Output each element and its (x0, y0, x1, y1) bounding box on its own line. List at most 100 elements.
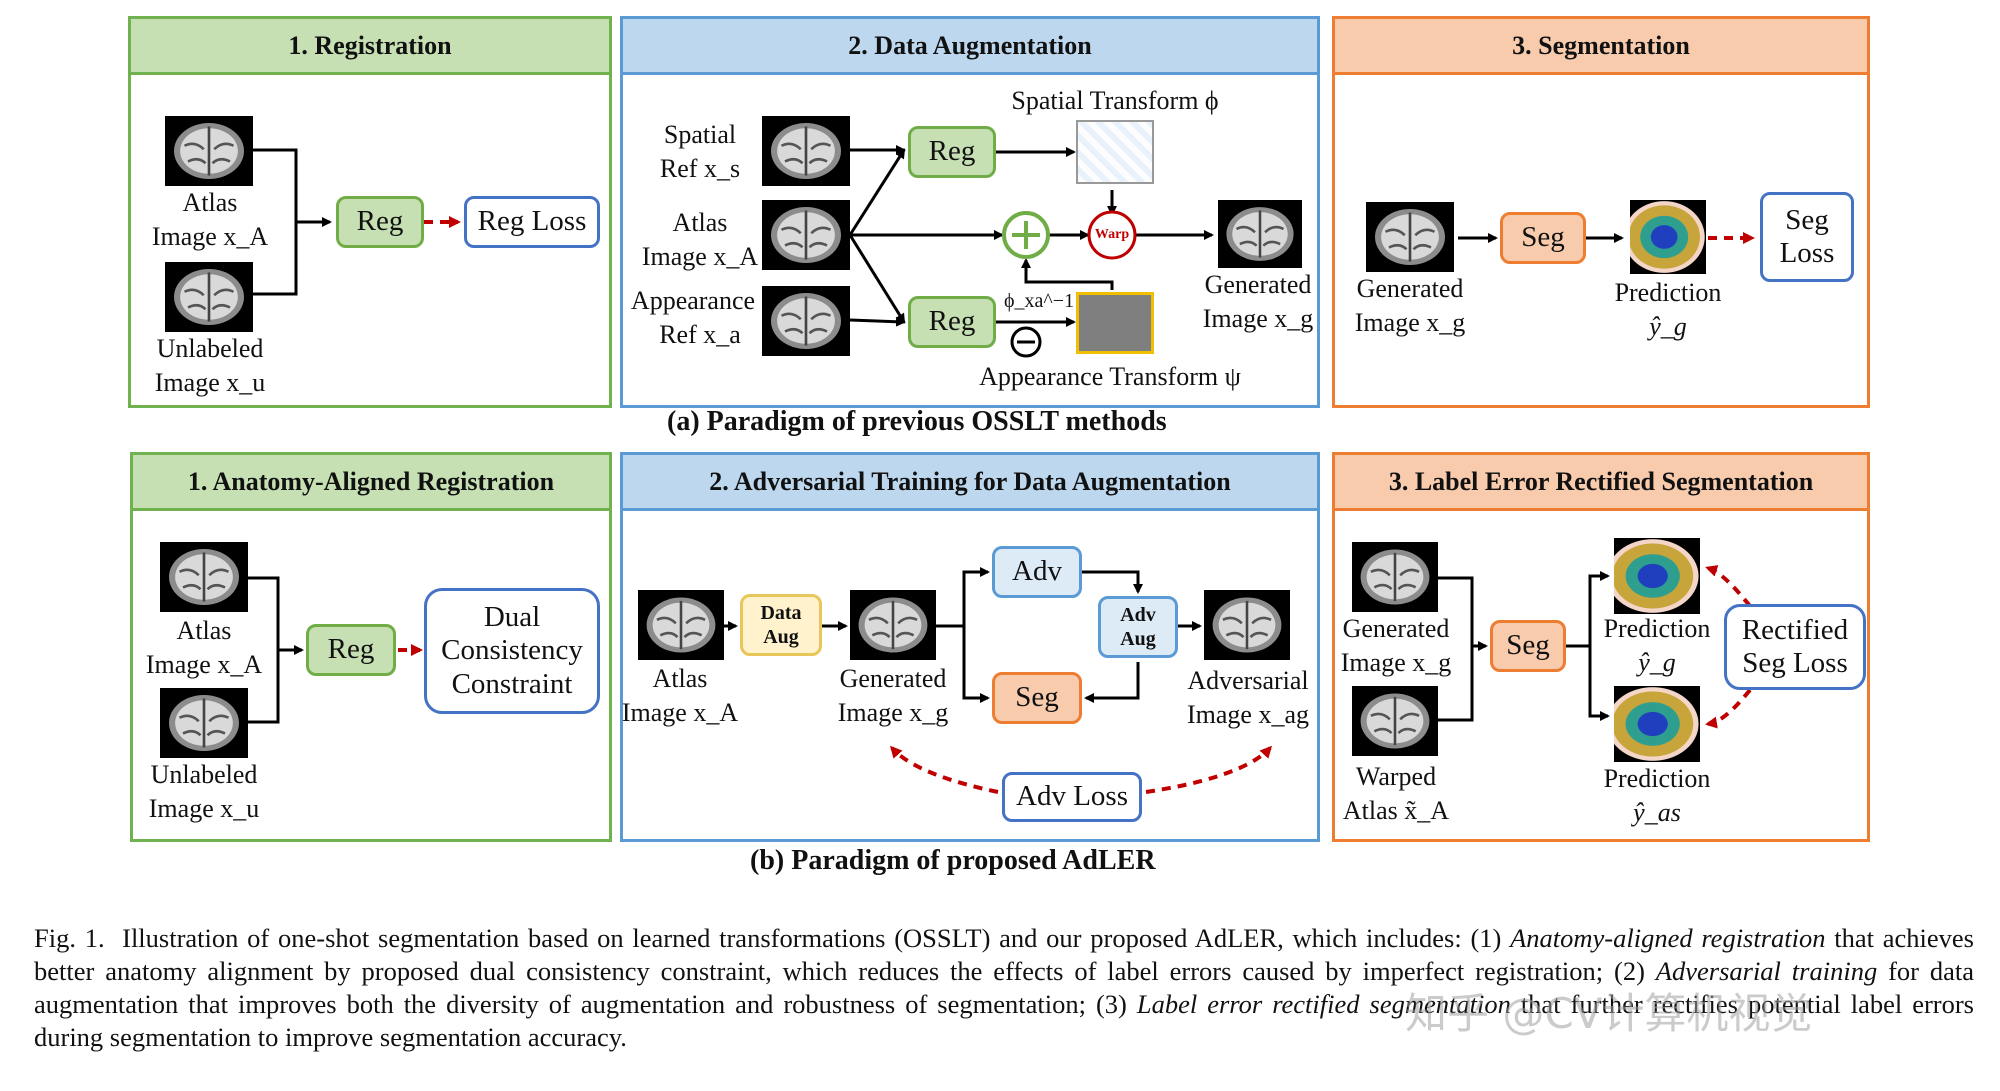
rectified-line-1: Rectified (1741, 613, 1849, 646)
appearance-ref-sym-label: Ref x_a (659, 320, 741, 349)
adversarial-image-thumbnail (1204, 590, 1290, 660)
reg-node-bottom: Reg (908, 296, 996, 348)
brain-scan-icon (1360, 693, 1430, 749)
spatial-ref-thumbnail (762, 116, 850, 186)
generated-label: Generated (1204, 270, 1312, 299)
generated-image-label: Image x_g (1354, 308, 1466, 337)
seg-loss-node: Seg Loss (1760, 192, 1854, 282)
warped-label: Warped (1355, 762, 1437, 791)
caption-text-3: for data augmentation that improves both… (34, 956, 1974, 1019)
brain-scan-icon (858, 597, 928, 653)
prediction-top-label: Prediction (1603, 614, 1711, 643)
generated-image-label: Image x_g (1340, 648, 1452, 677)
prediction-map (1630, 200, 1706, 274)
appearance-transform-label: Appearance Transform ψ (979, 362, 1241, 391)
generated-image-thumbnail (1366, 202, 1454, 272)
atlas-image-thumbnail (638, 590, 724, 660)
brain-scan-icon (646, 597, 716, 653)
watermark: 知乎 @CV计算机视觉 (1405, 989, 1813, 1038)
prediction-map-top (1614, 538, 1700, 614)
panel-title: 1. Anatomy-Aligned Registration (133, 455, 609, 511)
seg-loss-line-2: Loss (1779, 237, 1835, 269)
warp-icon (1087, 210, 1137, 260)
dual-consistency-constraint-node: Dual Consistency Constraint (424, 588, 600, 714)
warp-label: Warp (1094, 227, 1130, 242)
spatial-ref-sym-label: Ref x_s (659, 154, 741, 183)
seg-node: Seg (1500, 212, 1586, 264)
adv-loss-node: Adv Loss (1002, 772, 1142, 822)
rectified-seg-loss-node: Rectified Seg Loss (1724, 604, 1866, 690)
caption-fig: Fig. 1. (34, 923, 105, 953)
unlabeled-label: Unlabeled (150, 760, 258, 789)
adv-aug-line-2: Aug (1120, 628, 1156, 650)
dual-line-2: Consistency (441, 634, 583, 667)
reg-loss-node: Reg Loss (464, 196, 600, 248)
reg-node: Reg (336, 196, 424, 248)
atlas-image-label: Image x_A (621, 698, 739, 727)
appearance-ref-label: Appearance (630, 286, 756, 315)
adv-aug-line-1: Adv (1120, 604, 1156, 626)
seg-node: Seg (1490, 620, 1566, 672)
atlas-label: Atlas (182, 188, 238, 217)
appearance-transform-field (1076, 292, 1154, 354)
panel-title: 3. Segmentation (1335, 19, 1867, 75)
caption-text-4: that further rectifies potential label e… (34, 989, 1974, 1052)
caption-italic-3: Label error rectified segmentation (1136, 989, 1511, 1019)
row-b-caption: (b) Paradigm of proposed AdLER (750, 845, 1156, 876)
panel-label-error-rectified: 3. Label Error Rectified Segmentation (1332, 452, 1870, 842)
generated-image-thumbnail (850, 590, 936, 660)
data-aug-node: Data Aug (740, 594, 822, 656)
spatial-transform-label: Spatial Transform ϕ (1011, 86, 1219, 115)
atlas-label: Atlas (672, 208, 728, 237)
generated-image-label: Image x_g (1202, 304, 1314, 333)
generated-label: Generated (1356, 274, 1464, 303)
rectified-line-2: Seg Loss (1742, 647, 1848, 679)
generated-image-label: Image x_g (837, 698, 949, 727)
reg-node: Reg (306, 624, 396, 676)
warped-atlas-thumbnail (1352, 686, 1438, 756)
reg-node-top: Reg (908, 126, 996, 178)
generated-label: Generated (1342, 614, 1450, 643)
dual-line-3: Constraint (451, 667, 573, 700)
figure-caption: Fig. 1. Illustration of one-shot segment… (34, 922, 1974, 1054)
atlas-label: Atlas (652, 664, 708, 693)
spatial-ref-label: Spatial (663, 120, 737, 149)
brain-scan-icon (1360, 549, 1430, 605)
warped-atlas-label: Atlas x̃_A (1342, 796, 1450, 825)
minus-icon (1010, 326, 1042, 358)
adversarial-image-label: Image x_ag (1186, 700, 1309, 729)
atlas-image-thumbnail (165, 116, 253, 186)
brain-scan-icon (771, 293, 841, 349)
data-aug-line-1: Data (760, 602, 802, 624)
brain-scan-icon (771, 207, 841, 263)
atlas-image-label: Image x_A (151, 222, 269, 251)
seg-node: Seg (992, 672, 1082, 724)
atlas-image-label: Image x_A (641, 242, 759, 271)
phi-inverse-label: ϕ_xa^−1 (1004, 290, 1075, 312)
brain-scan-icon (169, 695, 239, 751)
unlabeled-image-label: Image x_u (154, 368, 266, 397)
caption-text-1: Illustration of one-shot segmentation ba… (122, 923, 1511, 953)
appearance-ref-thumbnail (762, 286, 850, 356)
panel-adversarial-training: 2. Adversarial Training for Data Augment… (620, 452, 1320, 842)
dual-line-1: Dual (483, 600, 541, 633)
brain-scan-icon (1375, 209, 1445, 265)
panel-title: 2. Data Augmentation (623, 19, 1317, 75)
brain-scan-icon (169, 549, 239, 605)
prediction-map-bottom (1614, 686, 1700, 762)
unlabeled-image-label: Image x_u (148, 794, 260, 823)
data-aug-line-2: Aug (763, 626, 799, 648)
atlas-image-label: Image x_A (145, 650, 263, 679)
atlas-image-thumbnail (160, 542, 248, 612)
generated-label: Generated (839, 664, 947, 693)
row-a-caption: (a) Paradigm of previous OSSLT methods (667, 406, 1167, 437)
brain-scan-icon (1226, 207, 1294, 261)
panel-title: 2. Adversarial Training for Data Augment… (623, 455, 1317, 511)
brain-scan-icon (174, 269, 244, 325)
adv-aug-node: Adv Aug (1098, 596, 1178, 658)
prediction-top-symbol: ŷ_g (1638, 648, 1676, 677)
plus-icon (1002, 211, 1050, 259)
unlabeled-image-thumbnail (165, 262, 253, 332)
atlas-image-thumbnail (762, 200, 850, 270)
caption-italic-1: Anatomy-aligned registration (1510, 923, 1826, 953)
